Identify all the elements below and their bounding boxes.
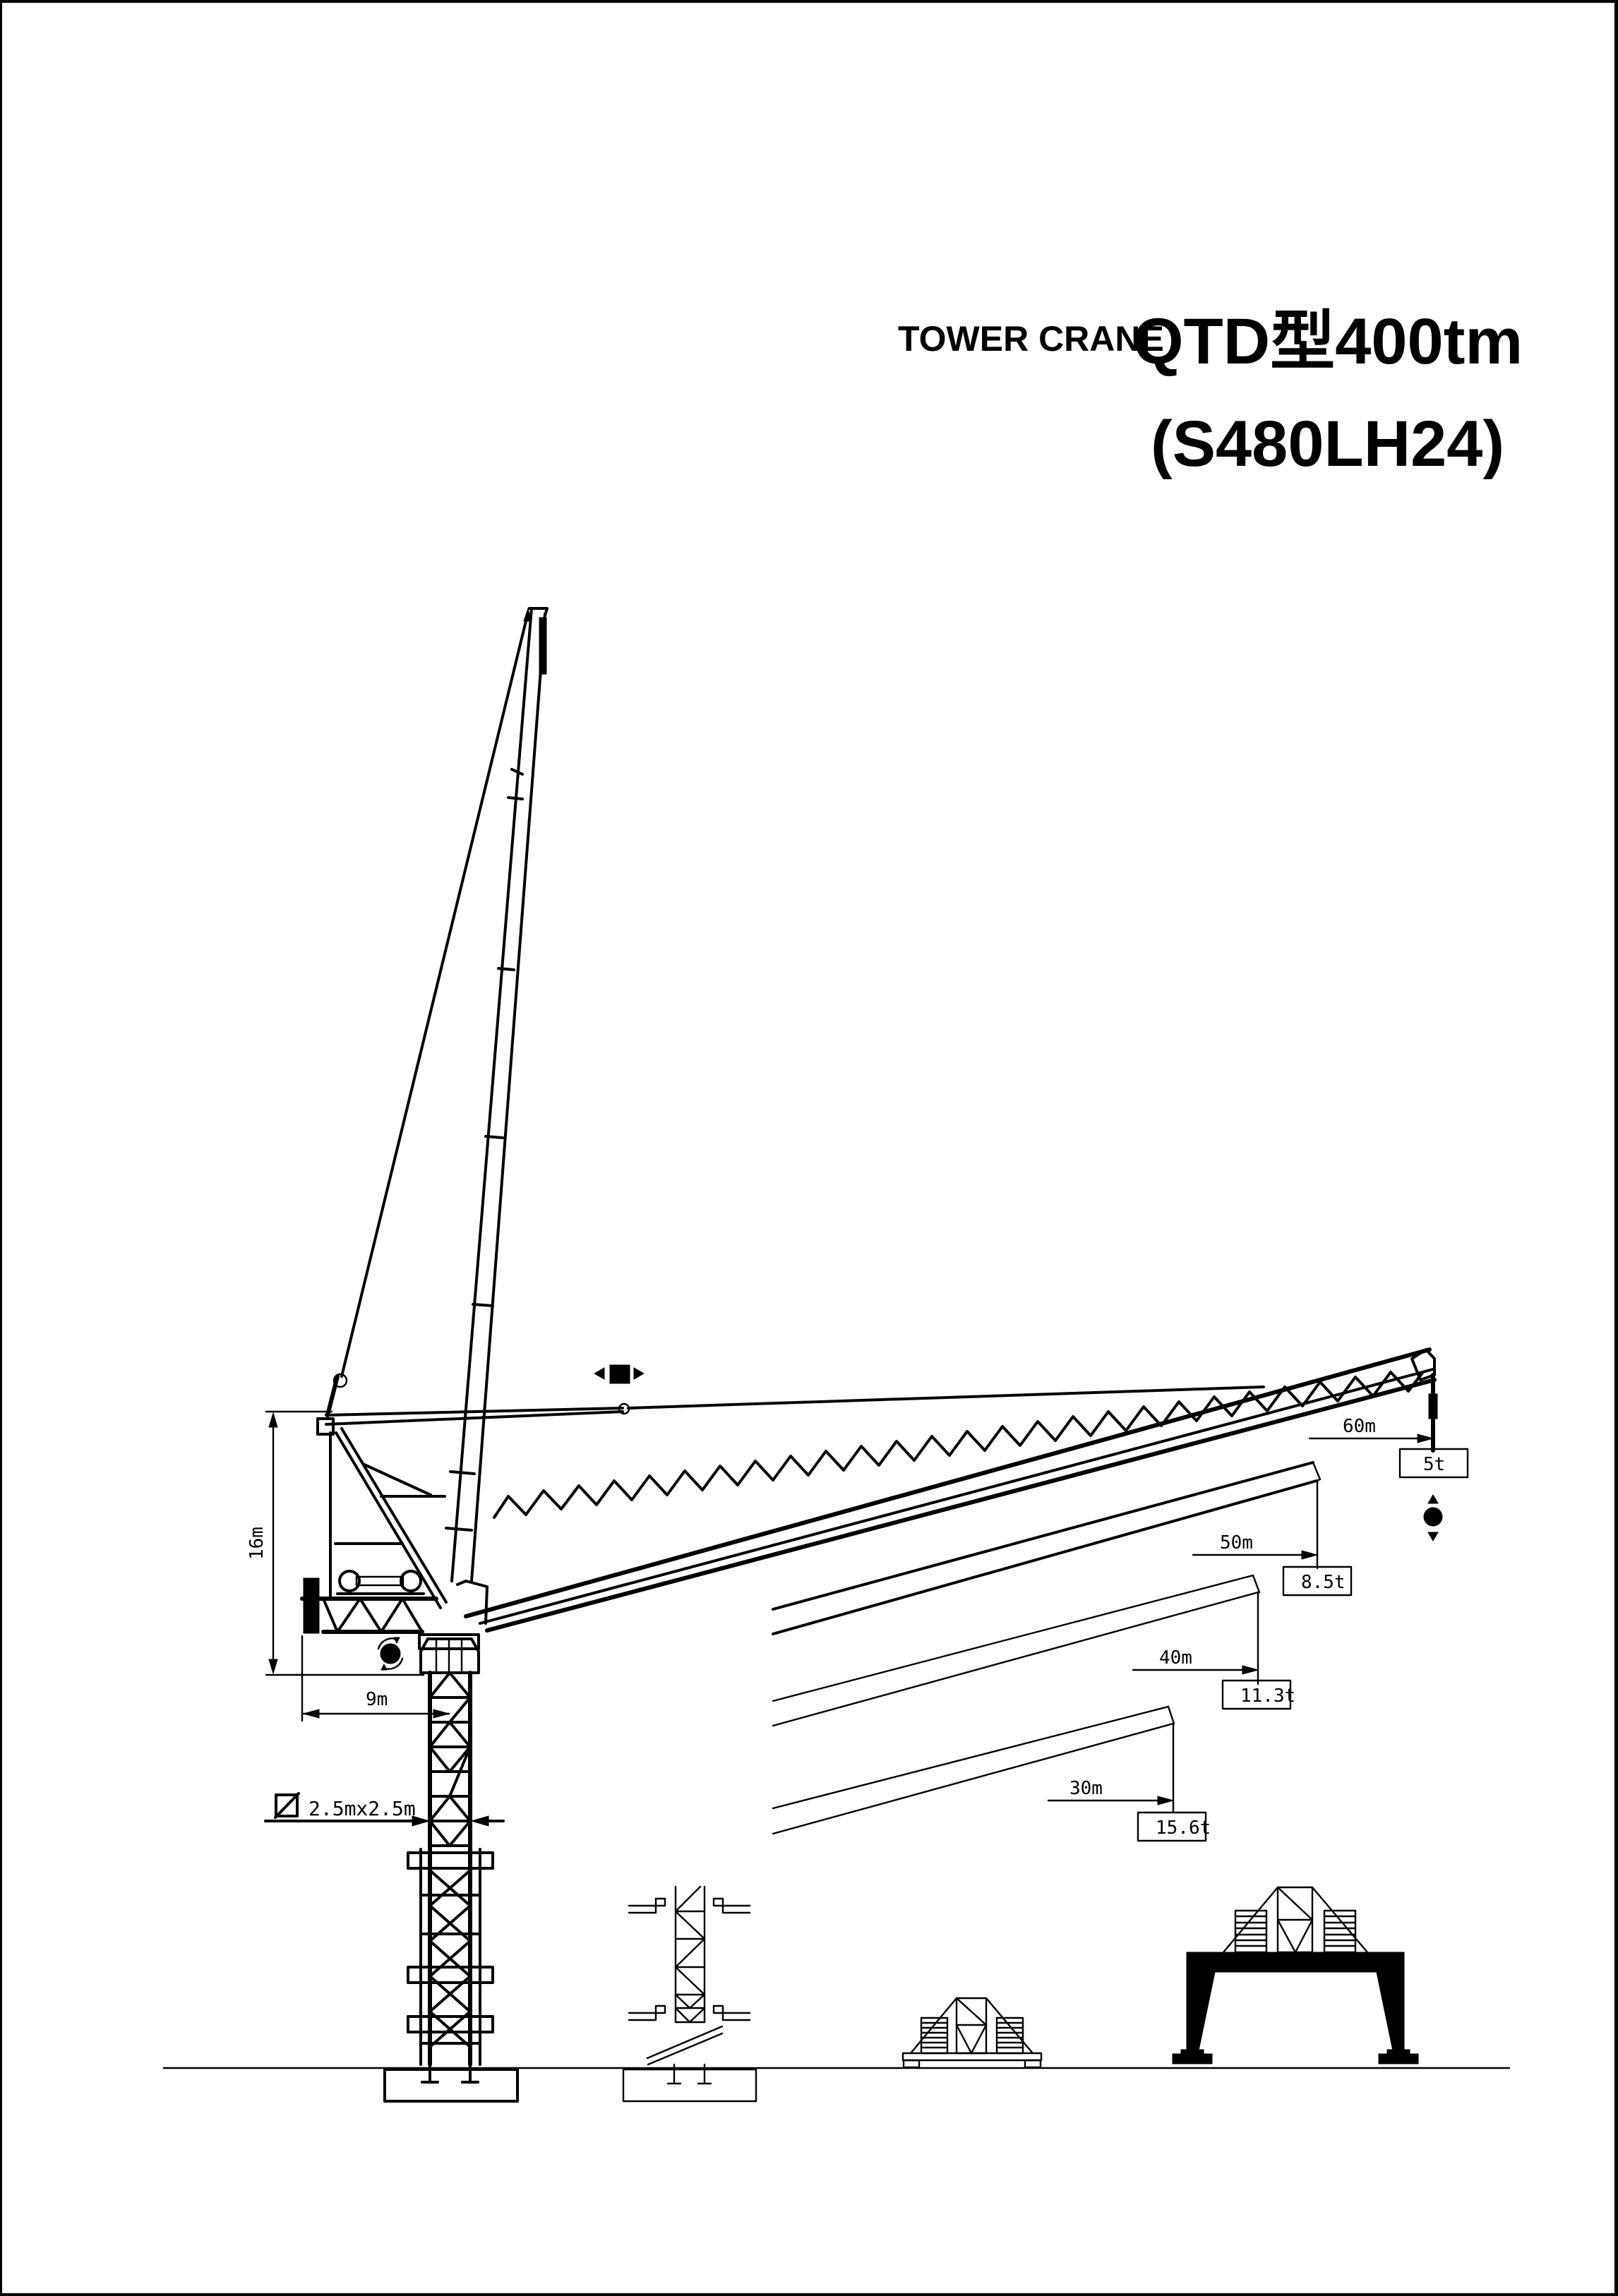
left-right-move-icon	[593, 1364, 645, 1384]
title-subtitle: TOWER CRANE	[898, 319, 1164, 359]
load-entry-50m: 50m 8.5t	[1192, 1532, 1353, 1597]
foundation-block	[383, 2068, 519, 2103]
title-model: QTD型400tm	[1133, 306, 1523, 378]
square-section-icon	[275, 1793, 299, 1817]
up-down-hoist-icon	[1423, 1494, 1443, 1541]
capacity-label: 5t	[1423, 1454, 1445, 1475]
capacity-box	[1137, 1811, 1207, 1842]
fixed-ballast-base	[901, 1997, 1043, 2069]
mast-section-label: 2.5mx2.5m	[308, 1797, 416, 1820]
load-entry-60m: 60m 5t	[1308, 1416, 1469, 1479]
title-model-code: (S480LH24)	[1151, 408, 1504, 480]
jib-position-30m	[772, 1705, 1175, 1835]
jib-pendant	[627, 1386, 1265, 1410]
tower-head	[419, 1637, 480, 1674]
stay-rod-upper	[325, 1407, 624, 1417]
capacity-box	[1282, 1565, 1353, 1597]
jib-position-40m	[772, 1574, 1261, 1727]
radius-label: 50m	[1220, 1532, 1253, 1553]
capacity-label: 8.5t	[1301, 1572, 1346, 1593]
radius-label: 60m	[1343, 1416, 1376, 1437]
radius-label: 30m	[1069, 1778, 1103, 1799]
counter-jib-dimension: 9m	[301, 1635, 450, 1722]
height-label: 16m	[246, 1527, 268, 1560]
counter-jib-label: 9m	[366, 1689, 388, 1710]
climbing-frame-base	[622, 1885, 757, 2103]
stay-rod-lower	[325, 1410, 624, 1426]
counter-jib	[300, 1373, 489, 1650]
capacity-box	[1221, 1679, 1292, 1710]
jib-position-50m	[772, 1461, 1322, 1635]
rotate-slew-icon	[377, 1637, 404, 1671]
portal-gantry-base	[1172, 1886, 1419, 2064]
mast-section-dimension: 2.5mx2.5m	[264, 1792, 505, 1827]
height-dimension: 16m	[246, 1410, 425, 1676]
capacity-box	[1398, 1448, 1469, 1479]
winch-drum	[338, 1570, 361, 1592]
radius-label: 40m	[1159, 1647, 1192, 1669]
counterweight	[303, 1577, 320, 1634]
tower-mast	[407, 1671, 494, 2067]
winch-drum	[400, 1570, 422, 1592]
hook-block	[1428, 1393, 1438, 1419]
a-frame-mast	[340, 607, 549, 1582]
capacity-label: 15.6t	[1156, 1817, 1211, 1839]
load-entry-30m: 30m 15.6t	[1047, 1778, 1211, 1842]
capacity-label: 11.3t	[1240, 1685, 1295, 1707]
load-entry-40m: 40m 11.3t	[1132, 1647, 1295, 1710]
luffing-jib	[464, 1347, 1438, 1633]
